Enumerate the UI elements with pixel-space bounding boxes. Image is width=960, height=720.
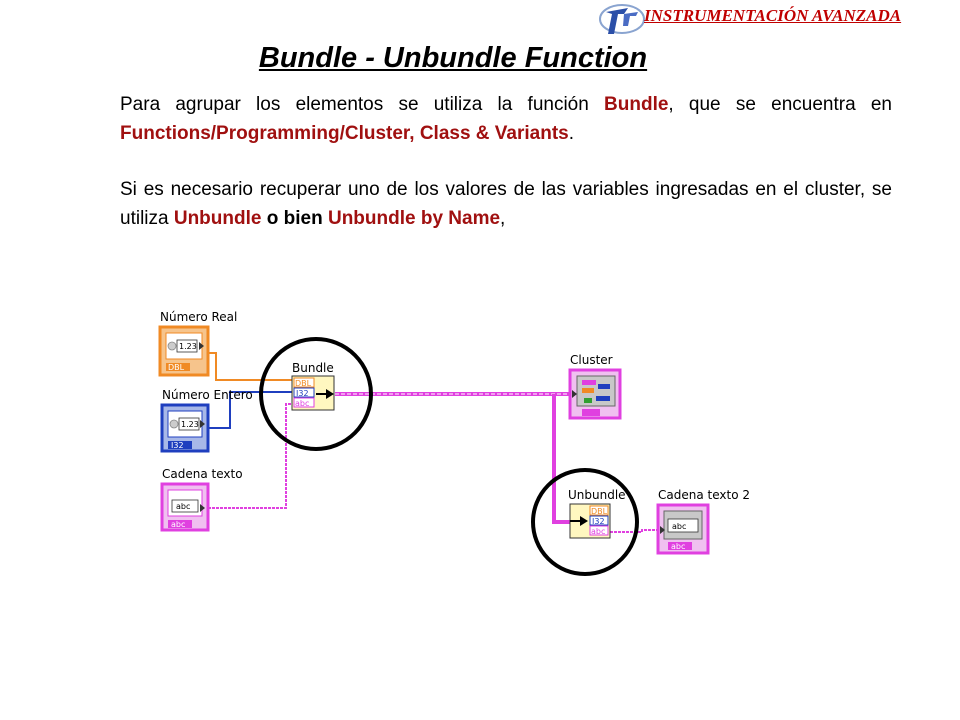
label-cadena-texto: Cadena texto	[162, 467, 243, 481]
text: Si es necesario recuperar uno de los val…	[120, 179, 892, 229]
university-logo-icon	[599, 4, 645, 34]
page-title: Bundle - Unbundle Function	[258, 42, 648, 74]
label-numero-real: Número Real	[160, 310, 237, 324]
node-unbundle: Unbundle DBL I32 abc	[568, 488, 626, 539]
indicator-cadena-texto-2: Cadena texto 2 abc abc	[656, 488, 750, 555]
unbundle-abc: abc	[591, 527, 605, 536]
wires	[208, 352, 660, 533]
highlight-circle-unbundle	[531, 468, 639, 576]
unbundle-i32: I32	[592, 517, 605, 526]
value-abc-out: abc	[672, 522, 686, 531]
control-numero-real: Número Real 1.23 DBL	[158, 310, 237, 377]
label-cluster: Cluster	[570, 353, 613, 367]
paragraph-bundle: Para agrupar los elementos se utiliza la…	[120, 90, 892, 148]
type-abc-out: abc	[671, 542, 685, 551]
paragraph-unbundle: Si es necesario recuperar uno de los val…	[120, 175, 892, 233]
value-abc: abc	[176, 502, 190, 511]
text-bold: o bien	[261, 208, 328, 229]
label-cadena-texto-2: Cadena texto 2	[658, 488, 750, 502]
label-numero-entero: Número Entero	[162, 388, 253, 402]
type-abc: abc	[171, 520, 185, 529]
text: Para agrupar los elementos se utiliza la…	[120, 94, 605, 115]
highlight-bundle: Bundle	[604, 94, 669, 115]
node-bundle: Bundle DBL I32 abc	[291, 361, 335, 411]
highlight-circle-bundle	[259, 337, 373, 451]
text: , que se encuentra en	[668, 94, 892, 115]
indicator-cluster: Cluster	[568, 353, 622, 420]
control-cadena-texto: Cadena texto abc abc	[160, 467, 243, 532]
text: .	[568, 123, 575, 144]
highlight-path: Functions/Programming/Cluster, Class & V…	[120, 123, 569, 144]
value-i32: 1.23	[181, 420, 199, 429]
unbundle-dbl: DBL	[591, 507, 608, 516]
value-dbl: 1.23	[179, 342, 197, 351]
wire-string-out	[610, 529, 660, 533]
type-dbl: DBL	[168, 363, 185, 372]
wire-dbl	[208, 352, 292, 381]
highlight-unbundle: Unbundle	[173, 208, 262, 229]
brand-title: INSTRUMENTACIÓN AVANZADA	[644, 6, 902, 25]
label-unbundle: Unbundle	[568, 488, 626, 502]
label-bundle: Bundle	[292, 361, 334, 375]
text: ,	[500, 208, 506, 229]
block-diagram: Número Real 1.23 DBL Número Entero 1.23 …	[158, 310, 750, 576]
highlight-unbundle-by-name: Unbundle by Name	[327, 208, 501, 229]
arrow-right-icon	[580, 516, 588, 526]
wire-cluster-branch	[552, 394, 570, 524]
bundle-dbl: DBL	[295, 379, 312, 388]
arrow-right-icon	[326, 389, 334, 399]
wire-string	[208, 403, 292, 509]
type-i32: I32	[171, 441, 184, 450]
header-brand: INSTRUMENTACIÓN AVANZADA	[598, 0, 960, 38]
control-numero-entero: Número Entero 1.23 I32	[160, 388, 253, 453]
bundle-i32: I32	[296, 389, 309, 398]
bundle-abc: abc	[295, 399, 309, 408]
